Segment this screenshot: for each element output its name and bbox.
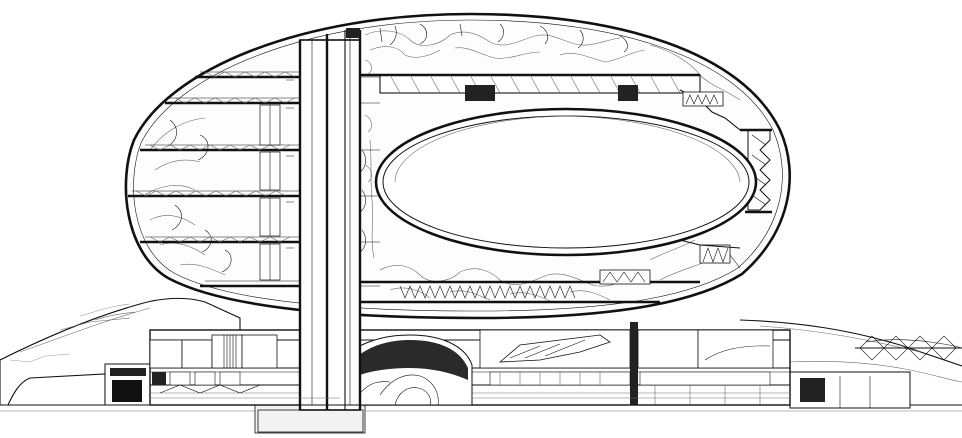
podium-right-rooms (479, 322, 774, 405)
torus-stairs-right (679, 89, 772, 269)
torus-bottom-deck (360, 269, 700, 304)
foundation-slab (150, 397, 790, 433)
torus-top-deck (360, 73, 701, 101)
torus-glazing-left (259, 104, 281, 281)
entrance-pavilion-left (7, 363, 175, 406)
core-floor-marks (280, 59, 380, 287)
podium-left-rooms (149, 334, 278, 394)
torus-void-opening (374, 107, 758, 257)
atrium-dome (339, 334, 473, 406)
landscape-mound-left (0, 297, 241, 406)
landscape-right (739, 319, 962, 409)
ground-plane (0, 404, 962, 434)
lattice-canopy-right (855, 335, 962, 361)
elevator-core-tower (298, 28, 362, 411)
